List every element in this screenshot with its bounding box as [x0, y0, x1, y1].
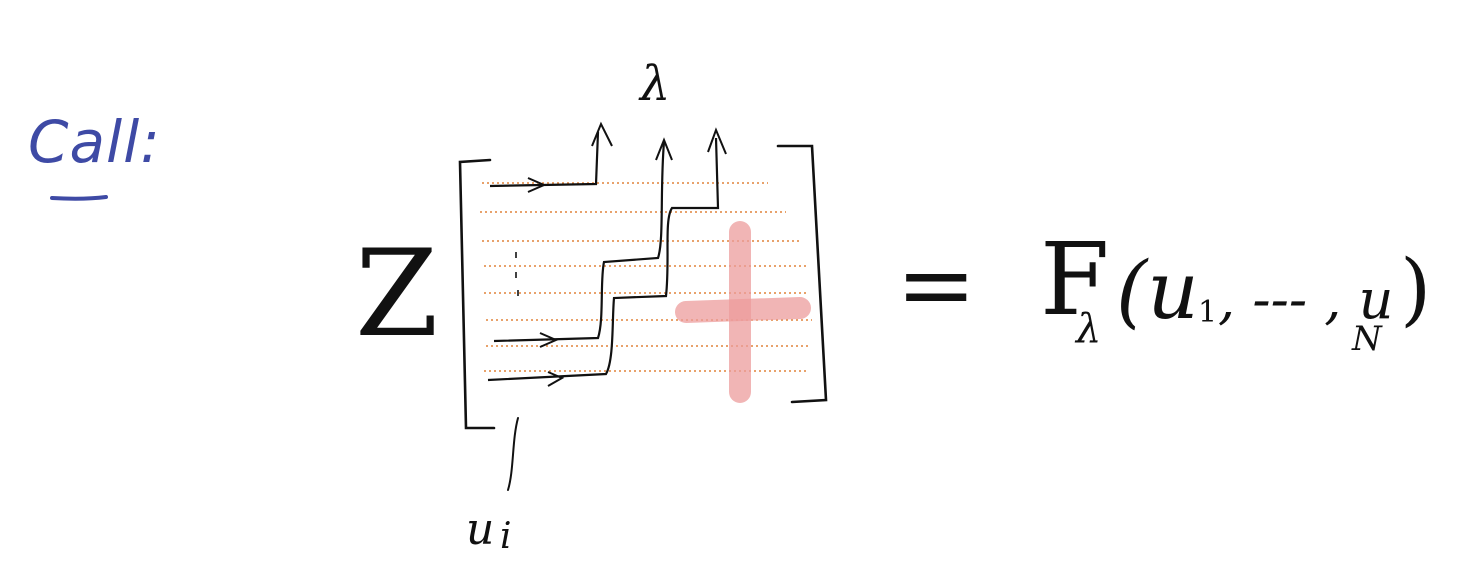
arrow-right-icon [539, 332, 559, 348]
args-dots: , --- , u [1218, 268, 1393, 331]
lattice-path-3 [487, 137, 720, 382]
row-ellipsis [515, 252, 519, 296]
arrow-up-icon [655, 137, 673, 161]
argN-subscript: N [1351, 319, 1383, 359]
equals-sign: = [896, 229, 976, 341]
function-subscript: λ [1074, 306, 1101, 352]
arg1-subscript: 1 [1198, 295, 1217, 330]
right-bracket [776, 144, 828, 404]
call-underline [50, 195, 108, 201]
lambda-top-label: λ [638, 56, 670, 112]
call-heading: Call: [28, 108, 161, 176]
function-symbol: F [1040, 221, 1109, 338]
arrow-right-icon [547, 371, 565, 387]
arrow-right-icon [527, 177, 547, 193]
cross-mark-icon [675, 221, 811, 403]
u-i-label: u [466, 504, 494, 555]
left-bracket [458, 158, 496, 430]
u-i-subscript: i [500, 516, 512, 557]
lattice-path-2 [493, 141, 666, 343]
arrow-up-icon [707, 127, 727, 155]
lattice-path-1 [489, 131, 600, 188]
lattice-rows [480, 182, 812, 372]
args-open: (u [1116, 244, 1199, 337]
arrow-up-icon [591, 121, 613, 147]
args-close: ) [1400, 242, 1431, 335]
partition-function-symbol: Z [355, 225, 438, 364]
u-i-pointer [507, 417, 519, 491]
